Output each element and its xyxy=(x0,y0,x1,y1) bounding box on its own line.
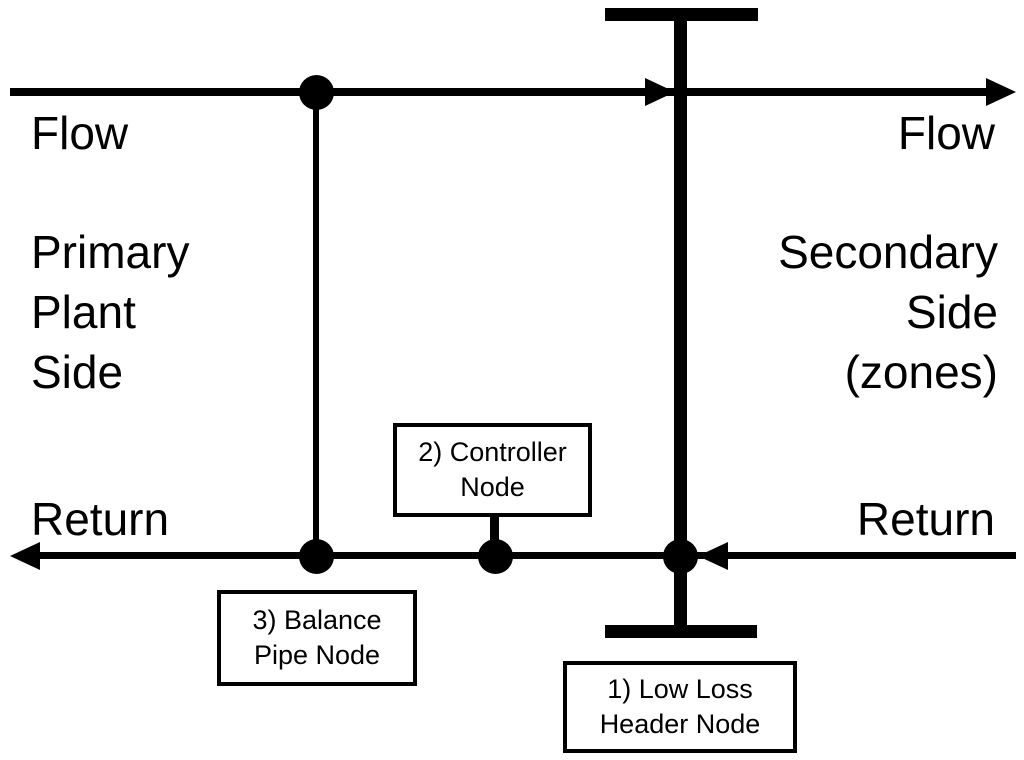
low-loss-header-node-label-line: 1) Low Loss xyxy=(607,674,753,704)
low-loss-header-node-callout-box: 1) Low Loss Header Node xyxy=(563,661,797,753)
balance-pipe-node-dot xyxy=(299,539,334,574)
return-arrow-into-header-icon xyxy=(698,542,728,570)
low-loss-header-bar xyxy=(674,8,687,638)
return-arrow-left-end-icon xyxy=(10,542,40,570)
return-label-right: Return xyxy=(856,493,995,545)
return-label-left: Return xyxy=(31,493,170,545)
primary-flow-pipe xyxy=(10,88,988,96)
low-loss-header-top-cap xyxy=(605,8,758,21)
flow-label-left: Flow xyxy=(31,107,129,159)
low-loss-header-bottom-cap xyxy=(605,625,757,638)
balance-pipe-node-label-line: Pipe Node xyxy=(253,640,381,670)
controller-node-label-line: 2) Controller xyxy=(418,437,567,467)
controller-node-callout-box: 2) Controller Node xyxy=(393,423,592,517)
controller-node-label-line: Node xyxy=(460,472,525,502)
balance-pipe-top-node-dot xyxy=(299,75,334,110)
balance-pipe xyxy=(313,92,319,556)
secondary-side-line: (zones) xyxy=(844,346,998,398)
flow-arrow-into-header-icon xyxy=(645,78,675,106)
primary-side-label: Primary Plant Side xyxy=(31,222,189,402)
secondary-side-line: Secondary xyxy=(778,226,998,278)
return-pipe xyxy=(36,552,1016,559)
primary-side-line: Plant xyxy=(31,286,136,338)
controller-node-dot xyxy=(478,539,513,574)
flow-label-right: Flow xyxy=(897,107,995,159)
low-loss-header-node-dot xyxy=(663,539,698,574)
secondary-side-line: Side xyxy=(905,286,998,338)
balance-pipe-node-label-line: 3) Balance xyxy=(252,605,382,635)
secondary-side-label: Secondary Side (zones) xyxy=(778,222,998,402)
primary-side-line: Side xyxy=(31,346,124,398)
balance-pipe-node-callout-box: 3) Balance Pipe Node xyxy=(217,590,417,686)
low-loss-header-node-label-line: Header Node xyxy=(599,709,761,739)
flow-arrow-right-end-icon xyxy=(986,78,1016,106)
controller-connector-stem xyxy=(490,515,499,556)
primary-side-line: Primary xyxy=(31,226,190,278)
